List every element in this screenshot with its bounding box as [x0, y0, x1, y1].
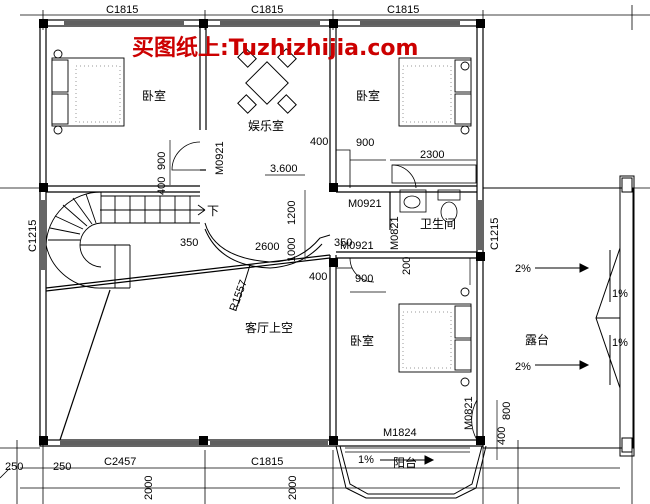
dim-400-d: 400 — [496, 427, 508, 445]
dim-900-c: 900 — [355, 273, 373, 285]
dim-350-b: 350 — [334, 237, 352, 249]
doors — [171, 141, 478, 453]
room-entertainment: 娱乐室 — [248, 118, 284, 133]
table-and-chairs — [237, 48, 297, 114]
door-label-bathroom-2: M0821 — [389, 216, 401, 250]
dim-200: 200 — [401, 257, 413, 275]
dim-radius: R1557 — [228, 278, 250, 313]
room-void-over-living: 客厅上空 — [245, 320, 293, 335]
dim-900-b: 900 — [356, 137, 374, 149]
beds — [51, 49, 472, 387]
window-label-top-right: C1815 — [387, 4, 419, 16]
door-label-bathroom: M0921 — [340, 240, 374, 252]
door-label-bedroom-se: M0821 — [463, 396, 475, 430]
dimension-labels: 900 400 400 900 2300 1200 1000 350 2600 … — [5, 136, 513, 500]
dim-2000-a: 2000 — [143, 476, 155, 500]
dim-900-a: 900 — [156, 152, 168, 170]
bathroom-fixtures — [391, 164, 477, 223]
dim-400-b: 400 — [310, 136, 328, 148]
slope-label-2: 2% — [515, 361, 531, 373]
dim-1000: 1000 — [286, 238, 298, 262]
room-bathroom: 卫生间 — [420, 217, 456, 231]
room-bedroom-ne: 卧室 — [356, 88, 380, 103]
dim-250-a: 250 — [5, 461, 23, 473]
dim-2300: 2300 — [420, 149, 444, 161]
void-edge — [204, 222, 331, 311]
dim-1200: 1200 — [286, 201, 298, 225]
door-label-bedroom-ne: M0921 — [348, 198, 382, 210]
room-bedroom-se: 卧室 — [350, 333, 374, 348]
dim-800: 800 — [501, 402, 513, 420]
window-label-left: C1215 — [27, 220, 39, 252]
watermark-text: 买图纸上:Tuzhizhijia.com — [132, 35, 418, 61]
slope-label-4: 1% — [612, 337, 628, 349]
dim-400-a: 400 — [156, 177, 168, 195]
opening-labels: C1815 C1815 C1815 C1215 C1215 C2457 C181… — [27, 4, 501, 468]
terrace — [380, 175, 635, 465]
dim-2600: 2600 — [255, 241, 279, 253]
slope-label-1: 2% — [515, 263, 531, 275]
door-label-entertainment: M0921 — [214, 141, 226, 175]
room-labels: 卧室 卧室 娱乐室 卫生间 客厅上空 卧室 露台 阳台 — [142, 88, 549, 470]
spiral-staircase — [45, 191, 206, 289]
window-label-bottom-left: C2457 — [104, 456, 136, 468]
balcony-bay — [335, 445, 487, 499]
columns — [39, 19, 485, 445]
annotations: 3.600 下 2% 2% 1% 1% 1% — [207, 163, 628, 466]
window-label-top-left: C1815 — [106, 4, 138, 16]
dim-400-c: 400 — [309, 271, 327, 283]
bed-patterns — [75, 65, 452, 369]
exterior-walls — [39, 19, 484, 447]
room-terrace: 露台 — [525, 332, 549, 347]
level-marker: 3.600 — [270, 163, 298, 175]
window-label-top-mid: C1815 — [251, 4, 283, 16]
dim-ticks — [169, 140, 498, 460]
window-label-right: C1215 — [489, 218, 501, 250]
slope-label-5: 1% — [358, 454, 374, 466]
stair-down-label: 下 — [207, 204, 219, 218]
room-balcony: 阳台 — [393, 455, 417, 470]
dim-250-b: 250 — [53, 461, 71, 473]
door-label-balcony: M1824 — [383, 427, 417, 439]
dim-350-a: 350 — [180, 237, 198, 249]
slope-label-3: 1% — [612, 288, 628, 300]
dim-2000-b: 2000 — [287, 476, 299, 500]
room-bedroom-nw: 卧室 — [142, 88, 166, 103]
window-label-bottom-mid: C1815 — [251, 456, 283, 468]
dimension-lines — [0, 5, 650, 504]
